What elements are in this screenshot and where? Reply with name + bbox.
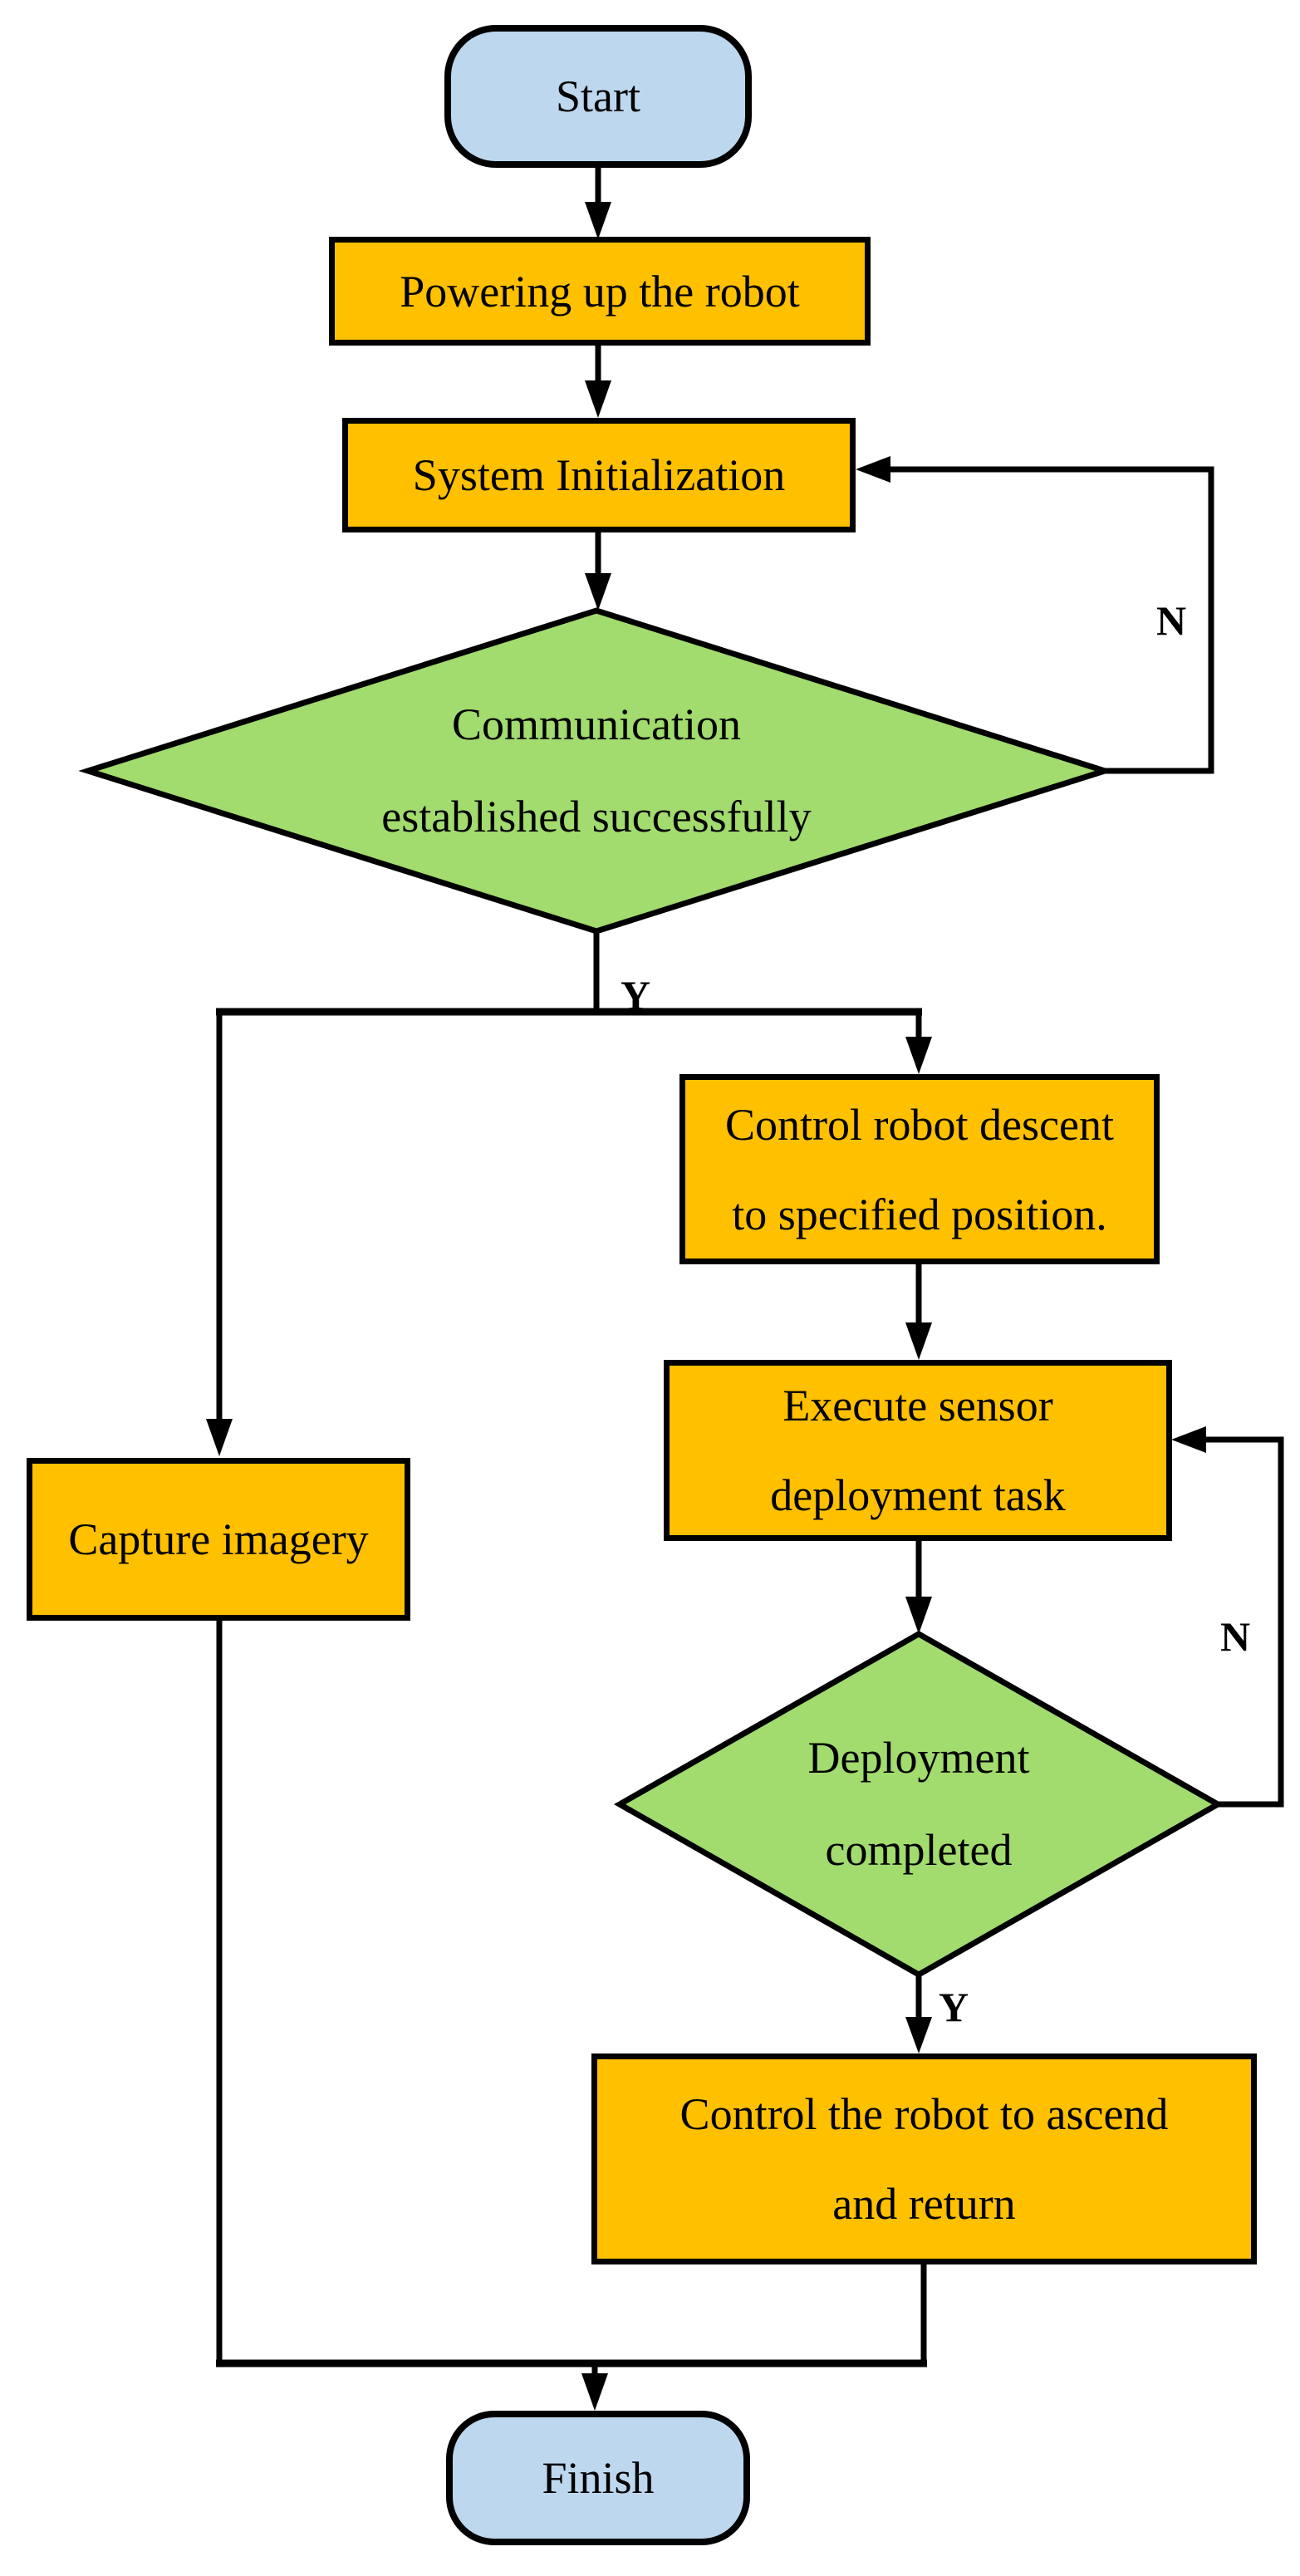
label-communication-no: N <box>1155 597 1187 644</box>
node-start: Start <box>444 25 752 168</box>
arrowhead-into-deploy <box>905 1322 932 1360</box>
label-deployment-yes: Y <box>938 1984 969 2030</box>
arrowhead-loop-into-deploy <box>1171 1426 1206 1453</box>
decision-shapes <box>78 607 1224 1979</box>
arrowhead-into-communication <box>585 573 611 611</box>
arrowhead-into-capture <box>206 1419 233 1456</box>
arrowhead-loop-into-init <box>856 456 890 483</box>
arrowhead-into-powering <box>585 202 611 239</box>
arrowheads <box>206 202 1206 2411</box>
arrowhead-into-init <box>585 380 611 418</box>
flow-lines <box>216 166 1284 2377</box>
arrowhead-into-descent <box>905 1037 932 1074</box>
arrowhead-into-finish <box>581 2373 608 2411</box>
node-system-initialization: System Initialization <box>342 418 856 532</box>
decision-deployment-shape <box>613 1630 1224 1979</box>
node-control-ascend: Control the robot to ascend and return <box>591 2053 1257 2264</box>
arrowhead-into-completed <box>905 1597 932 1634</box>
node-capture-imagery: Capture imagery <box>27 1458 410 1621</box>
node-execute-deployment: Execute sensor deployment task <box>664 1360 1172 1541</box>
node-finish: Finish <box>446 2411 750 2545</box>
label-deployment-no: N <box>1219 1613 1251 1660</box>
loop-communication-no <box>890 466 1214 774</box>
arrowhead-into-ascend <box>905 2017 932 2053</box>
node-powering-up: Powering up the robot <box>329 237 871 346</box>
node-control-descent: Control robot descent to specified posit… <box>679 1074 1160 1264</box>
decision-communication-shape <box>78 607 1115 935</box>
loop-deployment-no <box>1206 1436 1284 1808</box>
label-communication-yes: Y <box>620 972 651 1018</box>
